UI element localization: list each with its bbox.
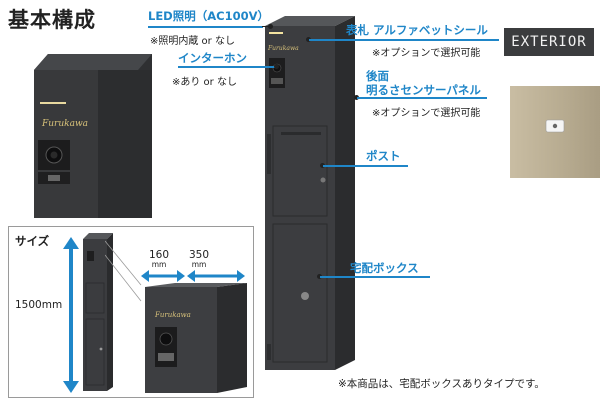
rear-panel-marker [354,95,359,100]
led-light-label: LED照明（AC100V） [148,9,269,23]
sensor-panel-photo [510,86,600,178]
rear-panel-label-line2: 明るさセンサーパネル [366,83,481,97]
nameplate-note: ※オプションで選択可能 [372,48,481,59]
rear-panel-label-line1: 後面 [366,69,389,83]
nameplate-underline [309,39,499,41]
width-unit: mm [151,260,167,269]
delivery-box-label: 宅配ボックス [350,261,419,275]
rear-panel-note: ※オプションで選択可能 [372,108,481,119]
page-title: 基本構成 [8,8,96,32]
size-zoom-lines [105,240,142,302]
post-underline [323,165,408,167]
svg-text:Furukawa: Furukawa [154,311,191,319]
depth-number: 350 [189,249,210,261]
led-light-leader [262,26,271,27]
led-light-marker [268,24,273,29]
disclaimer-text: ※本商品は、宅配ボックスありタイプです。 [338,378,545,390]
delivery-box-marker [317,274,322,279]
svg-text:Furukawa: Furukawa [267,45,299,52]
size-title: サイズ [15,234,50,248]
main-product-illustration: Furukawa [255,14,365,374]
width-number: 160 [149,249,170,261]
size-diagram-box: サイズ 1500mm 160 mm 350 mm [8,226,254,398]
height-value: 1500mm [15,299,63,311]
exterior-nameplate-sample: EXTERIOR [504,28,594,56]
width-depth-arrows [141,270,245,282]
depth-value: 350 mm [189,249,210,269]
intercom-marker [274,64,279,69]
svg-text:Furukawa: Furukawa [41,119,88,129]
height-arrow [63,237,79,393]
post-marker [320,163,325,168]
intercom-underline [178,66,276,68]
rear-panel-underline [357,97,487,99]
depth-unit: mm [191,260,207,269]
nameplate-label: 表札 アルファベットシール [346,23,488,37]
intercom-label: インターホン [178,51,247,65]
size-product-thumb [83,233,113,391]
width-value: 160 mm [149,249,170,269]
intercom-note: ※あり or なし [172,77,237,88]
led-light-underline [148,26,263,28]
post-label: ポスト [366,149,401,163]
product-closeup-photo: Furukawa [26,40,152,218]
delivery-box-underline [320,276,430,278]
led-light-note: ※照明内蔵 or なし [150,36,235,47]
nameplate-marker [306,37,311,42]
size-zoom-product: Furukawa [145,283,247,393]
